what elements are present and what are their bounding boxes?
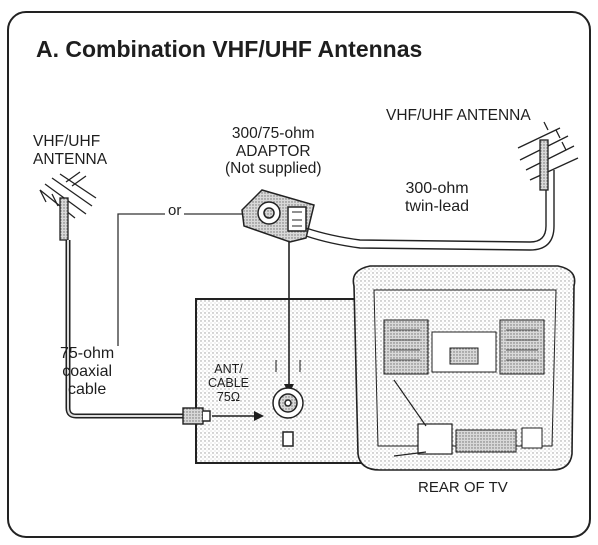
ant-terminal-label-line1: ANT/ xyxy=(214,362,243,376)
adaptor-label-line1: 300/75-ohm xyxy=(231,125,315,142)
left-antenna-label-line1: VHF/UHF xyxy=(33,133,101,150)
coax-label-line2: coaxial xyxy=(62,363,113,381)
coax-label-line3: cable xyxy=(68,381,107,399)
or-label: or xyxy=(165,202,185,220)
adaptor-label: 300/75-ohm ADAPTOR (Not supplied) xyxy=(225,125,322,178)
left-antenna-label: VHF/UHF ANTENNA xyxy=(33,133,107,168)
coax-label-line1: 75-ohm xyxy=(60,345,115,362)
right-antenna-label: VHF/UHF ANTENNA xyxy=(386,107,531,124)
ant-terminal-label-line2: CABLE xyxy=(208,376,249,391)
ant-terminal-icon xyxy=(272,360,304,447)
tv-rear-icon xyxy=(352,265,576,471)
ant-terminal-label: ANT/ CABLE 75Ω xyxy=(208,362,249,404)
coax-connector-icon xyxy=(182,407,211,425)
left-antenna-label-line2: ANTENNA xyxy=(33,150,108,168)
adaptor-label-line2: ADAPTOR xyxy=(235,142,311,160)
twinlead-label-line1: 300-ohm xyxy=(405,180,469,197)
coax-label: 75-ohm coaxial cable xyxy=(60,345,114,399)
outer-border xyxy=(7,11,591,538)
right-antenna-icon xyxy=(517,121,579,191)
twin-lead-cable xyxy=(305,170,555,251)
callout-lines xyxy=(393,379,427,457)
adaptor-label-line3: (Not supplied) xyxy=(225,160,322,177)
or-connector-line xyxy=(117,213,245,346)
twinlead-label: 300-ohm twin-lead xyxy=(405,180,469,216)
ant-terminal-label-line3: 75Ω xyxy=(216,390,241,405)
adaptor-icon xyxy=(241,189,315,243)
twinlead-label-line2: twin-lead xyxy=(405,198,470,216)
left-antenna-icon xyxy=(39,171,97,241)
diagram-title: A. Combination VHF/UHF Antennas xyxy=(36,36,423,62)
rear-of-tv-label: REAR OF TV xyxy=(418,479,508,496)
